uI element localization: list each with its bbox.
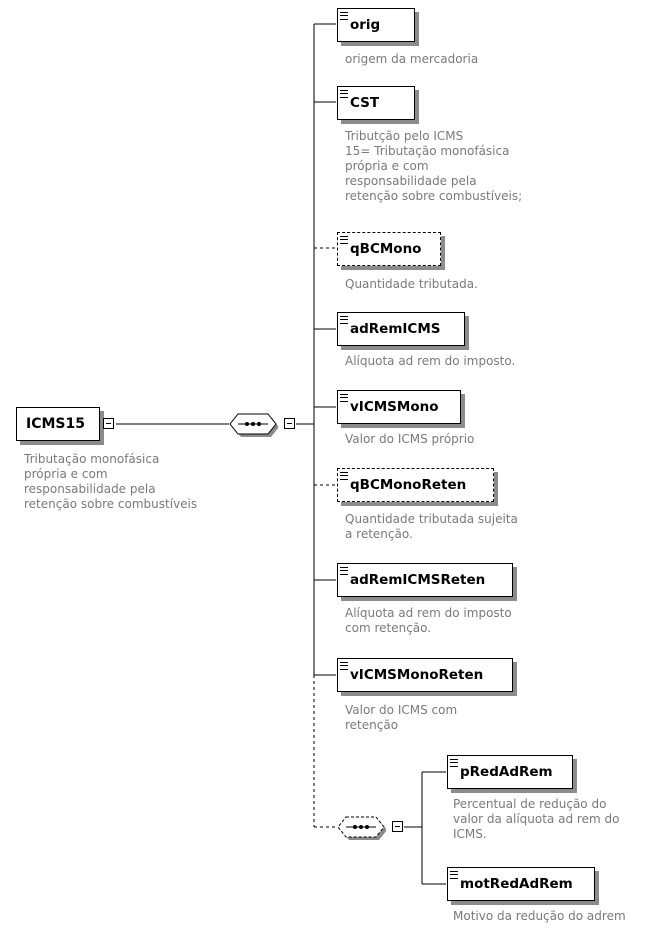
element-icon — [340, 394, 348, 402]
element-motredadrem[interactable]: motRedAdRem — [447, 867, 595, 901]
sequence-compositor-icon — [229, 413, 278, 437]
element-description: Valor do ICMS próprio — [345, 432, 475, 446]
optional-sequence-collapse-button[interactable] — [392, 821, 403, 832]
element-icon — [340, 12, 348, 20]
element-label: CST — [350, 95, 380, 111]
element-label: vICMSMonoReten — [350, 667, 484, 683]
root-element-icms15[interactable]: ICMS15 — [16, 407, 100, 441]
optional-sequence-compositor-icon — [337, 816, 386, 840]
element-adremicmsreten[interactable]: adRemICMSReten — [337, 563, 513, 597]
element-description: Motivo da redução do adrem — [453, 909, 626, 923]
element-description: Alíquota ad rem do imposto com retenção. — [345, 606, 512, 635]
element-label: orig — [350, 17, 381, 33]
element-predadrem[interactable]: pRedAdRem — [447, 755, 573, 789]
element-vicmsmonoreten[interactable]: vICMSMonoReten — [337, 658, 513, 692]
root-description: Tributação monofásica própria e com resp… — [24, 452, 198, 511]
element-icon — [450, 759, 458, 767]
element-icon — [340, 662, 348, 670]
root-collapse-button[interactable] — [103, 418, 114, 429]
element-icon — [340, 236, 348, 244]
element-icon — [340, 90, 348, 98]
element-icon — [340, 567, 348, 575]
element-label: vICMSMono — [350, 399, 439, 415]
element-qbcmonoreten[interactable]: qBCMonoReten — [337, 468, 494, 502]
element-label: adRemICMSReten — [350, 572, 486, 588]
element-description: Tributção pelo ICMS 15= Tributação monof… — [345, 129, 523, 203]
element-qbcmono[interactable]: qBCMono — [337, 232, 441, 266]
element-vicmsmono[interactable]: vICMSMono — [337, 390, 461, 424]
element-icon — [340, 472, 348, 480]
element-description: Alíquota ad rem do imposto. — [345, 354, 516, 368]
element-description: origem da mercadoria — [345, 52, 479, 66]
element-label: qBCMono — [350, 241, 422, 257]
element-adremicms[interactable]: adRemICMS — [337, 312, 465, 346]
element-label: adRemICMS — [350, 321, 441, 337]
element-label: motRedAdRem — [460, 876, 573, 892]
sequence-collapse-button[interactable] — [284, 418, 295, 429]
element-description: Percentual de redução do valor da alíquo… — [453, 797, 620, 841]
element-description: Quantidade tributada. — [345, 277, 478, 291]
element-icon — [450, 871, 458, 879]
root-element-label: ICMS15 — [26, 416, 85, 432]
element-cst[interactable]: CST — [337, 86, 415, 120]
element-description: Quantidade tributada sujeita a retenção. — [345, 512, 518, 541]
element-label: pRedAdRem — [460, 764, 553, 780]
element-orig[interactable]: orig — [337, 8, 415, 42]
element-icon — [340, 316, 348, 324]
element-description: Valor do ICMS com retenção — [345, 703, 458, 732]
element-label: qBCMonoReten — [350, 477, 467, 493]
